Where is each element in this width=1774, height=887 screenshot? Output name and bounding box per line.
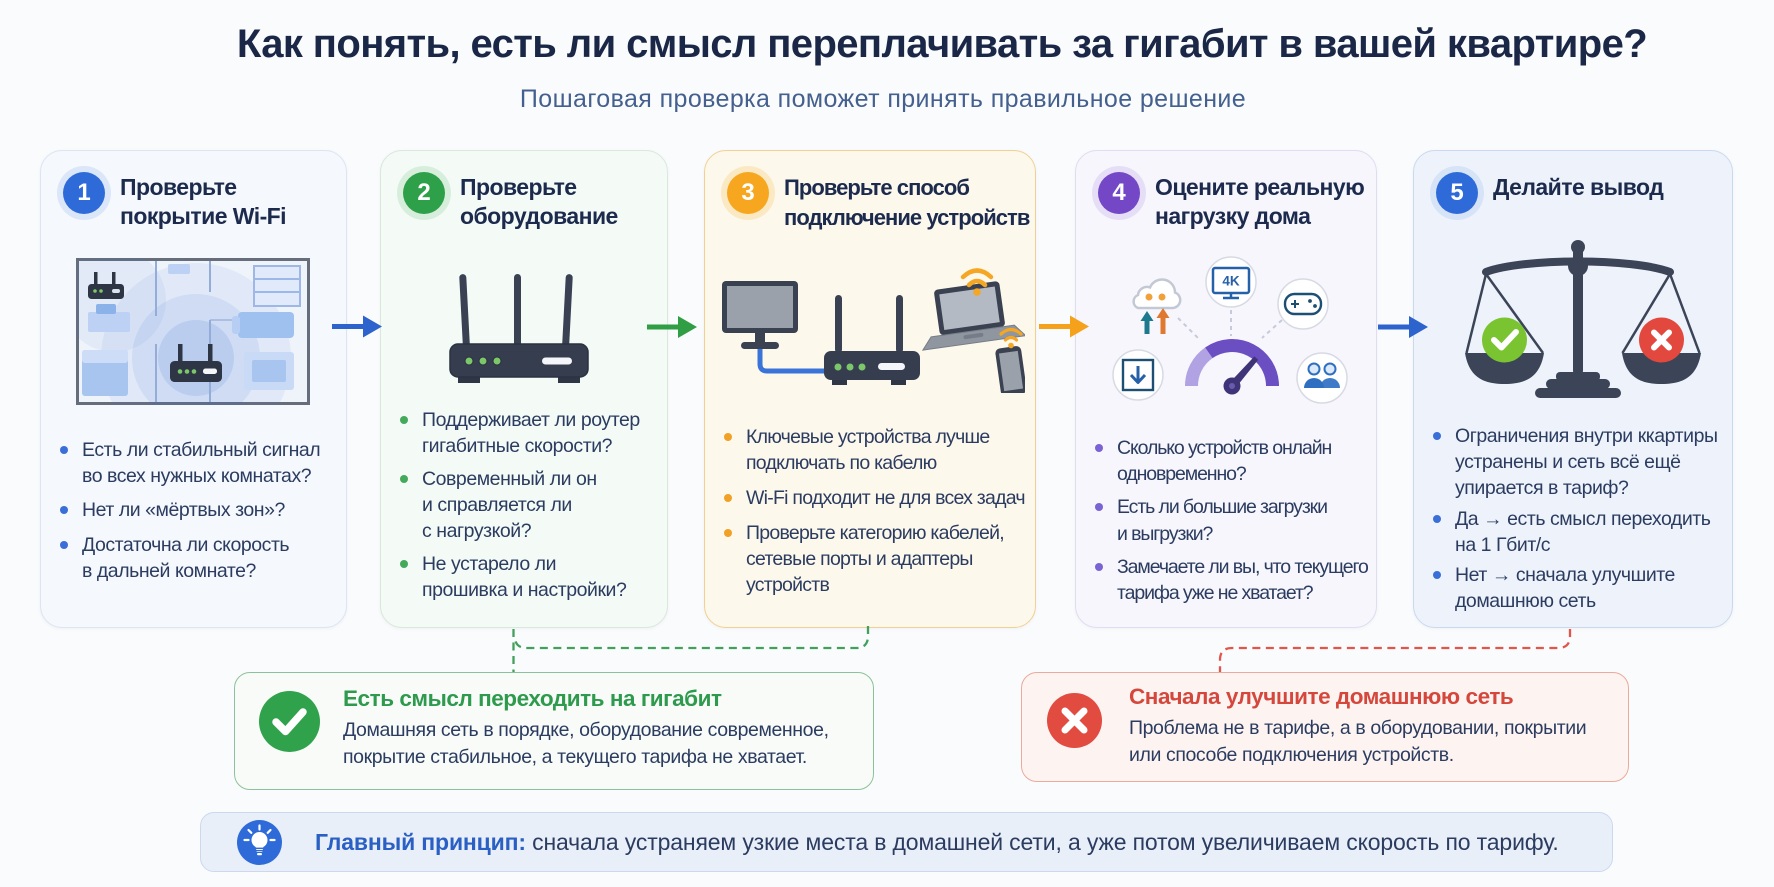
bullet-item: Проверьте категорию кабелей, сетевые пор… (724, 520, 1025, 599)
router-icon-small (88, 272, 124, 299)
step-number-badge: 3 (727, 172, 769, 214)
wifi-signal-icon-small (999, 327, 1023, 342)
step-card-home-load: 4 Оцените реальную нагрузку дома 4K (1075, 150, 1377, 628)
step-checklist: Сколько устройств онлайн одновременно? Е… (1095, 435, 1369, 613)
step-checklist: Ключевые устройства лучше подключать по … (724, 424, 1026, 607)
gauge-arc-dark (1205, 339, 1279, 387)
principle-text: Главный принцип: сначала устраняем узкие… (315, 829, 1559, 856)
step-number-badge: 4 (1098, 172, 1140, 214)
router-icon-center (170, 344, 222, 382)
step-checklist: Есть ли стабильный сигнал во всех нужных… (60, 437, 336, 592)
bullet-item: Ключевые устройства лучше подключать по … (724, 424, 1025, 476)
icon-circle-gamepad (1277, 278, 1329, 330)
icon-cloud-traffic (1132, 278, 1182, 334)
smartphone-icon (995, 346, 1025, 393)
step-title: Проверьте оборудование (460, 174, 618, 229)
gauge-arc-light (1185, 347, 1213, 387)
check-circle-icon (259, 691, 320, 752)
verdict-negative-title: Сначала улучшите домашнюю сеть (1129, 684, 1514, 709)
page-subtitle: Пошаговая проверка поможет принять прави… (519, 85, 1247, 113)
wifi-signal-icon (960, 268, 994, 288)
bullet-item: Не устарело ли прошивка и настройки? (400, 551, 657, 603)
step-header: 1 Проверьте покрытие Wi-Fi (63, 172, 336, 231)
dashed-connector-green-elbow (513, 626, 870, 650)
cross-circle-icon (1047, 693, 1102, 748)
step-header: 3 Проверьте способ подключение устройств (727, 172, 1030, 232)
bullet-item: Wi-Fi подходит не для всех задач (724, 485, 1026, 511)
bullet-item: Нет ли «мёртвых зон»? (60, 497, 336, 523)
icon-circle-download (1112, 349, 1164, 401)
laptop-icon (921, 281, 1025, 351)
balance-scale-illustration (1465, 240, 1701, 398)
dashed-connector-red (1218, 629, 1572, 673)
page-title: Как понять, есть ли смысл переплачивать … (236, 22, 1648, 66)
verdict-positive-box: Есть смысл переходить на гигабит Домашня… (234, 672, 874, 790)
verdict-positive-text: Домашняя сеть в порядке, оборудование со… (343, 719, 829, 768)
floorplan-furniture (82, 264, 301, 396)
scale-pan-left (1465, 353, 1544, 384)
bullet-item: Достаточна ли скорость в дальней комнате… (60, 532, 336, 584)
bullet-item: Современный ли он и справляется ли с наг… (400, 466, 657, 545)
bullet-item: Есть ли стабильный сигнал во всех нужных… (60, 437, 336, 489)
bullet-item: Поддерживает ли роутер гигабитные скорос… (400, 407, 657, 459)
principle-body: сначала устраняем узкие места в домашней… (525, 828, 1559, 855)
bullet-item: Нет → сначала улучшите домашнюю сеть (1433, 562, 1722, 614)
bullet-item: Да → есть смысл переходить на 1 Гбит/с (1433, 506, 1722, 558)
floorplan-wifi-coverage-illustration (76, 258, 310, 405)
step-card-wifi-coverage: 1 Проверьте покрытие Wi-Fi (40, 150, 347, 628)
step-checklist: Ограничения внутри ккартиры устранены и … (1433, 423, 1722, 618)
verdict-positive-title: Есть смысл переходить на гигабит (343, 686, 722, 711)
step-number-badge: 1 (63, 172, 105, 214)
step-header: 2 Проверьте оборудование (403, 172, 657, 231)
step-title: Проверьте способ подключение устройств (784, 175, 1030, 230)
step-header: 4 Оцените реальную нагрузку дома (1098, 172, 1366, 231)
router-illustration (449, 274, 589, 383)
lightbulb-icon (237, 819, 282, 865)
principle-label: Главный принцип: (315, 828, 526, 855)
step-checklist: Поддерживает ли роутер гигабитные скорос… (400, 407, 657, 610)
verdict-negative-box: Сначала улучшите домашнюю сеть Проблема … (1021, 672, 1629, 782)
icon-circle-people (1296, 352, 1348, 404)
devices-connection-illustration (722, 268, 1025, 393)
home-load-speedometer-illustration: 4K (1112, 256, 1348, 404)
ethernet-cable (757, 347, 824, 374)
verdict-negative-text: Проблема не в тарифе, а в оборудовании, … (1129, 717, 1587, 766)
step-number-badge: 2 (403, 172, 445, 214)
scale-pan-right (1622, 353, 1701, 384)
step-title: Оцените реальную нагрузку дома (1155, 174, 1365, 229)
upload-arrow-orange (1156, 308, 1170, 334)
step-title: Проверьте покрытие Wi-Fi (120, 174, 287, 229)
bullet-item: Сколько устройств онлайн одновременно? (1095, 435, 1366, 487)
bullet-item: Ограничения внутри ккартиры устранены и … (1433, 423, 1722, 502)
router-icon (824, 295, 920, 385)
4k-label: 4K (1222, 274, 1240, 289)
step-card-conclusion: 5 Делайте вывод (1413, 150, 1733, 628)
principle-bar: Главный принцип: сначала устраняем узкие… (200, 812, 1613, 872)
bullet-item: Замечаете ли вы, что текущего тарифа уже… (1095, 554, 1369, 606)
bullet-item: Есть ли большие загрузки и выгрузки? (1095, 494, 1366, 546)
step-number-badge: 5 (1436, 172, 1478, 214)
icon-circle-4k: 4K (1205, 256, 1257, 308)
step-card-connection-method: 3 Проверьте способ подключение устройств (704, 150, 1036, 628)
step-title: Делайте вывод (1493, 174, 1664, 200)
step-card-equipment: 2 Проверьте оборудование Поддерживает ли… (380, 150, 668, 628)
monitor-icon (722, 281, 798, 349)
step-header: 5 Делайте вывод (1436, 172, 1722, 214)
upload-arrow-teal (1140, 311, 1154, 334)
